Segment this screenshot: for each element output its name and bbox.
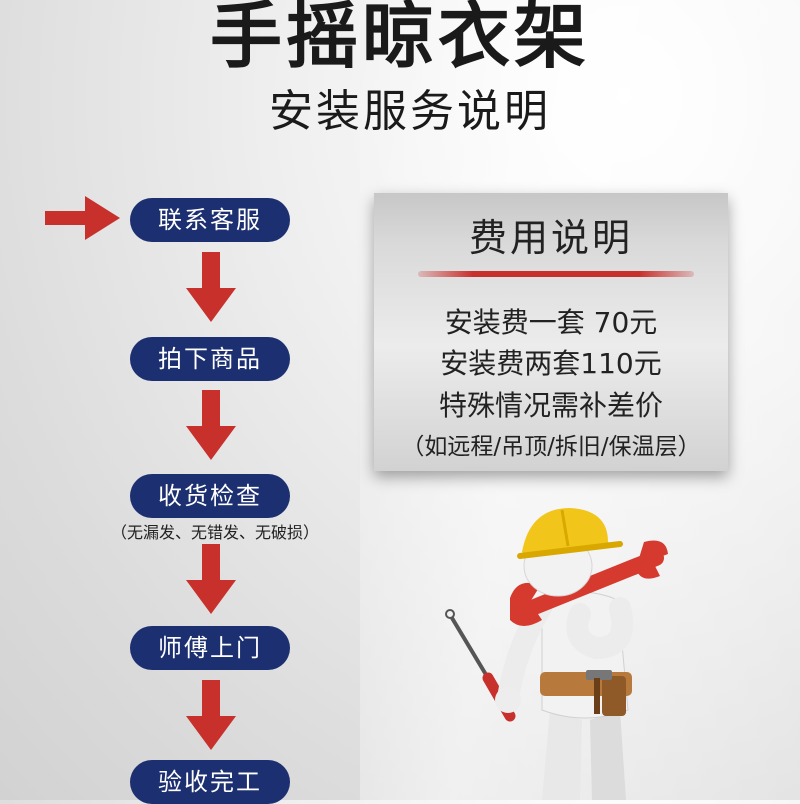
fee-line-two-sets: 安装费两套110元 [440,347,662,380]
step-inspect-note: （无漏发、无错发、无破损） [110,523,319,542]
fee-line-one-set: 安装费一套 70元 [444,306,658,339]
fee-line-examples: （如远程/吊顶/拆旧/保温层） [401,434,701,460]
arrow-down-icon [186,680,236,750]
fee-divider [418,271,694,277]
page-title: 手摇晾衣架 [209,0,590,78]
step-technician-visit: 师傅上门 [130,626,290,670]
step-acceptance-complete: 验收完工 [130,760,290,804]
step-place-order: 拍下商品 [130,337,290,381]
arrow-down-icon [186,390,236,460]
fee-line-extra: 特殊情况需补差价 [438,389,663,422]
arrow-down-icon [186,544,236,614]
worker-illustration [445,508,668,800]
arrow-down-icon [186,252,236,322]
step-inspect-goods: 收货检查 [130,474,290,518]
fee-info-panel: 费用说明 安装费一套 70元 安装费两套110元 特殊情况需补差价 （如远程/吊… [374,193,728,471]
arrow-right-icon [45,196,120,240]
step-contact-service: 联系客服 [130,198,290,242]
fee-title: 费用说明 [468,216,633,260]
page-subtitle: 安装服务说明 [269,86,551,137]
